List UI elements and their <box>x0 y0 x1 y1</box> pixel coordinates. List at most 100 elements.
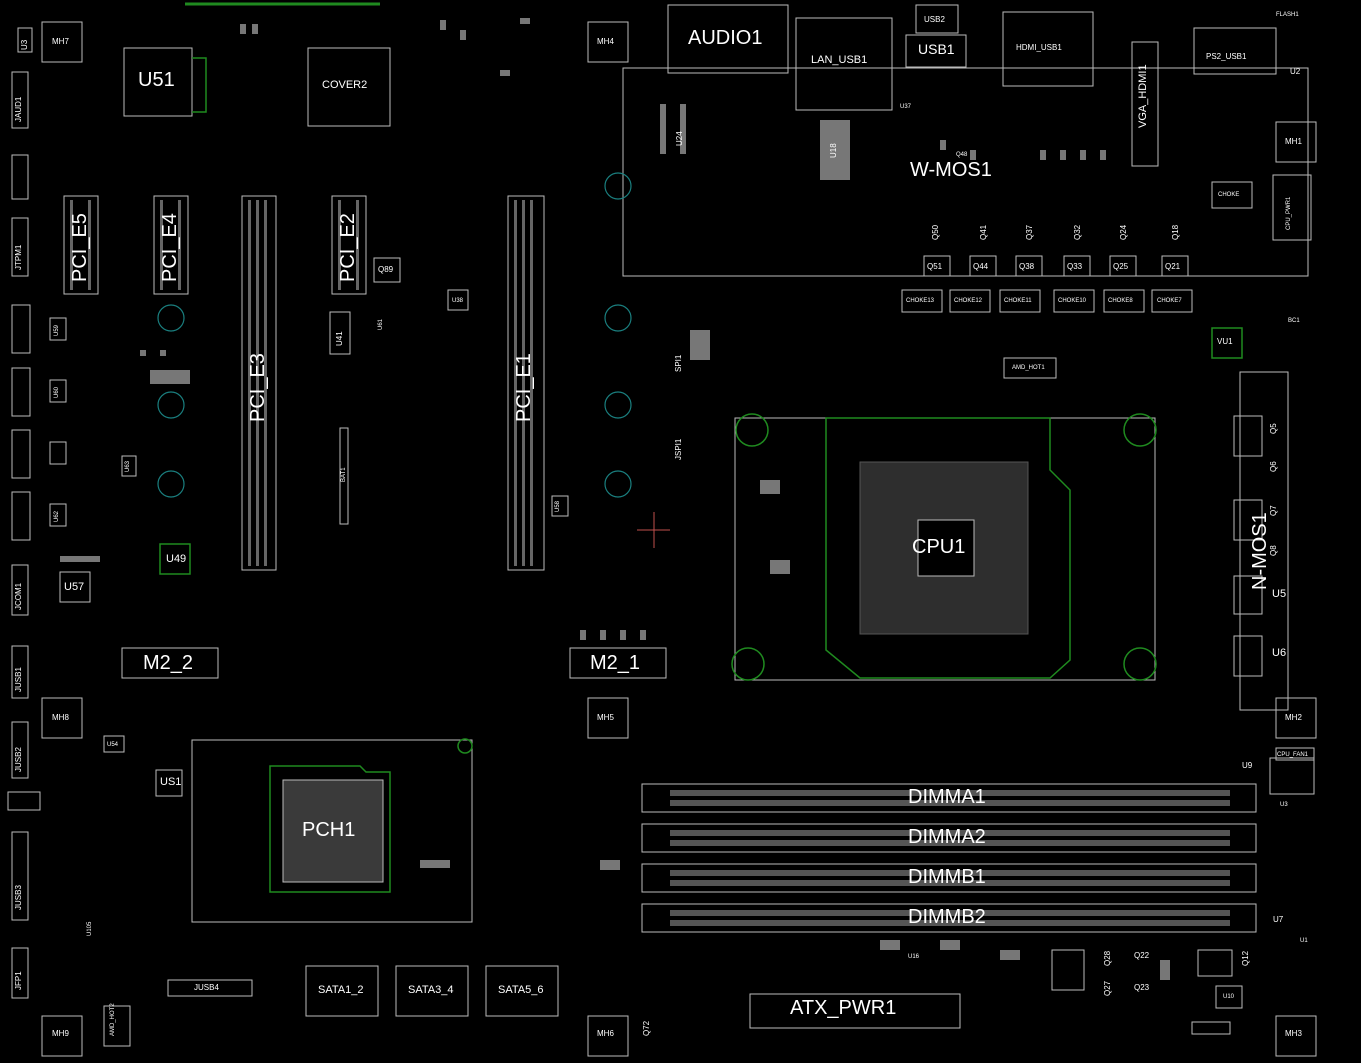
bottom-right-parts <box>749 747 1315 1035</box>
label-sata1-2: SATA1_2 <box>318 984 364 996</box>
label-vga-hdmi1: VGA_HDMI1 <box>1137 64 1149 128</box>
label-pcie4: PCI_E4 <box>159 213 181 282</box>
label-us1: US1 <box>160 776 182 788</box>
label-u10: U10 <box>1223 994 1235 1000</box>
label-jtpm1: JTPM1 <box>14 244 23 270</box>
label-q41: Q41 <box>979 224 988 240</box>
n-mos-parts <box>1211 181 1263 677</box>
label-mh6: MH6 <box>597 1029 614 1038</box>
cpu-copper-outline <box>825 417 1071 679</box>
label-q5: Q5 <box>1269 423 1278 434</box>
label-choke10: CHOKE10 <box>1058 298 1087 304</box>
label-q25: Q25 <box>1113 262 1129 271</box>
label-u61: U61 <box>378 318 384 330</box>
label-pch1: PCH1 <box>302 819 356 841</box>
label-m2-1: M2_1 <box>590 652 641 674</box>
u51-trace <box>192 57 207 113</box>
label-hdmi-usb1: HDMI_USB1 <box>1016 43 1062 52</box>
label-q32: Q32 <box>1073 224 1082 240</box>
n-mos-outline <box>1239 371 1289 711</box>
label-jusb3: JUSB3 <box>14 885 23 910</box>
label-q27: Q27 <box>1103 980 1112 996</box>
io-area-outline <box>622 4 1312 277</box>
label-dimma2: DIMMA2 <box>908 826 986 848</box>
label-q8: Q8 <box>1269 545 1278 556</box>
label-pcie3: PCI_E3 <box>247 353 269 422</box>
label-u24: U24 <box>675 131 684 146</box>
label-ps2-usb1: PS2_USB1 <box>1206 52 1247 61</box>
label-sata5-6: SATA5_6 <box>498 984 544 996</box>
label-jfp1: JFP1 <box>14 971 23 990</box>
label-q21: Q21 <box>1165 262 1181 271</box>
w-mos-q-row <box>901 255 1193 379</box>
label-mh9: MH9 <box>52 1029 69 1038</box>
label-choke13: CHOKE13 <box>906 298 935 304</box>
label-sata3-4: SATA3_4 <box>408 984 454 996</box>
label-u3-left: U3 <box>20 39 29 50</box>
label-dimmb2: DIMMB2 <box>908 906 986 928</box>
label-q22: Q22 <box>1134 951 1150 960</box>
label-u105: U105 <box>87 921 93 936</box>
label-u7: U7 <box>1273 915 1284 924</box>
label-q24: Q24 <box>1119 224 1128 240</box>
label-usb1: USB1 <box>918 41 955 57</box>
label-q28: Q28 <box>1103 950 1112 966</box>
label-cover2: COVER2 <box>322 79 368 91</box>
label-mh1: MH1 <box>1285 137 1302 146</box>
pch-copper-outline <box>269 765 391 893</box>
label-u54: U54 <box>107 742 119 748</box>
label-q51: Q51 <box>927 262 943 271</box>
label-u16: U16 <box>908 954 920 960</box>
label-amd-hot2: AMD_HOT2 <box>110 1003 116 1036</box>
label-jcom1: JCOM1 <box>14 582 23 610</box>
label-m2-2: M2_2 <box>143 652 194 674</box>
label-mh2: MH2 <box>1285 713 1302 722</box>
label-pcie5: PCI_E5 <box>69 213 91 282</box>
label-vu1: VU1 <box>1217 337 1233 346</box>
label-q44: Q44 <box>973 262 989 271</box>
label-u5: U5 <box>1272 588 1287 600</box>
cursor-crosshair <box>637 512 670 548</box>
label-u57: U57 <box>64 581 85 593</box>
mh-footprints <box>41 21 1317 1057</box>
label-choke: CHOKE <box>1218 192 1240 198</box>
bat1-outline <box>339 427 349 525</box>
label-q50: Q50 <box>931 224 940 240</box>
label-u51: U51 <box>138 69 175 91</box>
label-q38: Q38 <box>1019 262 1035 271</box>
label-q23: Q23 <box>1134 983 1150 992</box>
label-cpu-fan1: CPU_FAN1 <box>1277 752 1309 758</box>
dimm-pin-rows <box>670 790 1230 926</box>
label-choke11: CHOKE11 <box>1004 298 1032 304</box>
label-spi1: SPI1 <box>674 354 683 372</box>
label-u38: U38 <box>452 298 464 304</box>
label-n-mos1: N-MOS1 <box>1249 512 1271 590</box>
label-jusb2: JUSB2 <box>14 747 23 772</box>
label-u41: U41 <box>335 331 344 346</box>
label-usb2: USB2 <box>924 15 945 24</box>
label-u62: U62 <box>54 510 60 522</box>
label-mh5: MH5 <box>597 713 614 722</box>
label-q7: Q7 <box>1269 505 1278 516</box>
label-u58: U58 <box>555 500 561 512</box>
label-lan-usb1: LAN_USB1 <box>811 54 868 66</box>
label-u18: U18 <box>829 143 838 158</box>
label-audio1: AUDIO1 <box>688 27 763 49</box>
label-pcie2: PCI_E2 <box>337 213 359 282</box>
pcie-pin-rows <box>70 200 533 566</box>
label-atx-pwr1: ATX_PWR1 <box>790 997 897 1019</box>
label-flash1: FLASH1 <box>1276 12 1299 18</box>
label-u2: U2 <box>1290 67 1301 76</box>
label-q6: Q6 <box>1269 461 1278 472</box>
label-q12: Q12 <box>1241 950 1250 966</box>
m2-slots <box>121 647 667 679</box>
label-choke12: CHOKE12 <box>954 298 983 304</box>
label-u49: U49 <box>166 553 187 565</box>
mounting-rings <box>157 172 632 498</box>
cpu-center <box>917 519 975 577</box>
label-u9: U9 <box>1242 761 1253 770</box>
label-jusb4: JUSB4 <box>194 983 219 992</box>
label-q89: Q89 <box>378 265 394 274</box>
label-amd-hot1: AMD_HOT1 <box>1012 365 1045 371</box>
